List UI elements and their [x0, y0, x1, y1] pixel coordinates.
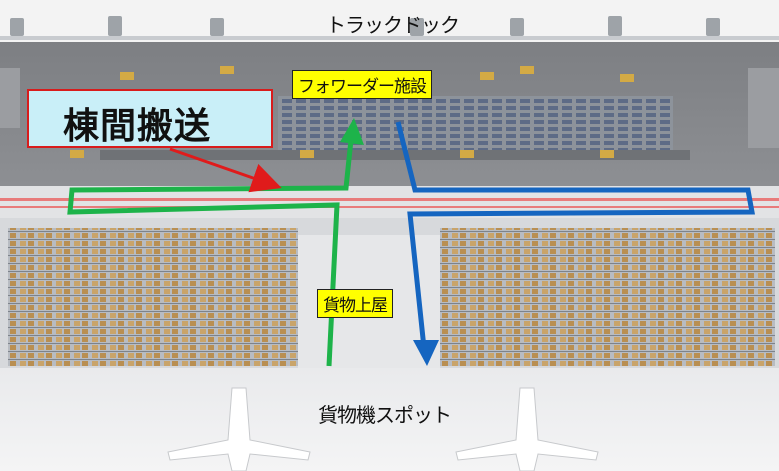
inter-building-transport-callout: 棟間搬送 — [27, 89, 273, 148]
forwarder-facility-tag: フォワーダー施設 — [292, 70, 432, 99]
truck-dock-label: トラックドック — [326, 13, 460, 37]
cargo-terminal-tag: 貨物上屋 — [317, 289, 393, 318]
callout-text: 棟間搬送 — [63, 106, 212, 147]
aircraft-icon — [167, 387, 599, 471]
freighter-spot-label: 貨物機スポット — [318, 403, 452, 427]
truck-icon — [10, 16, 720, 36]
